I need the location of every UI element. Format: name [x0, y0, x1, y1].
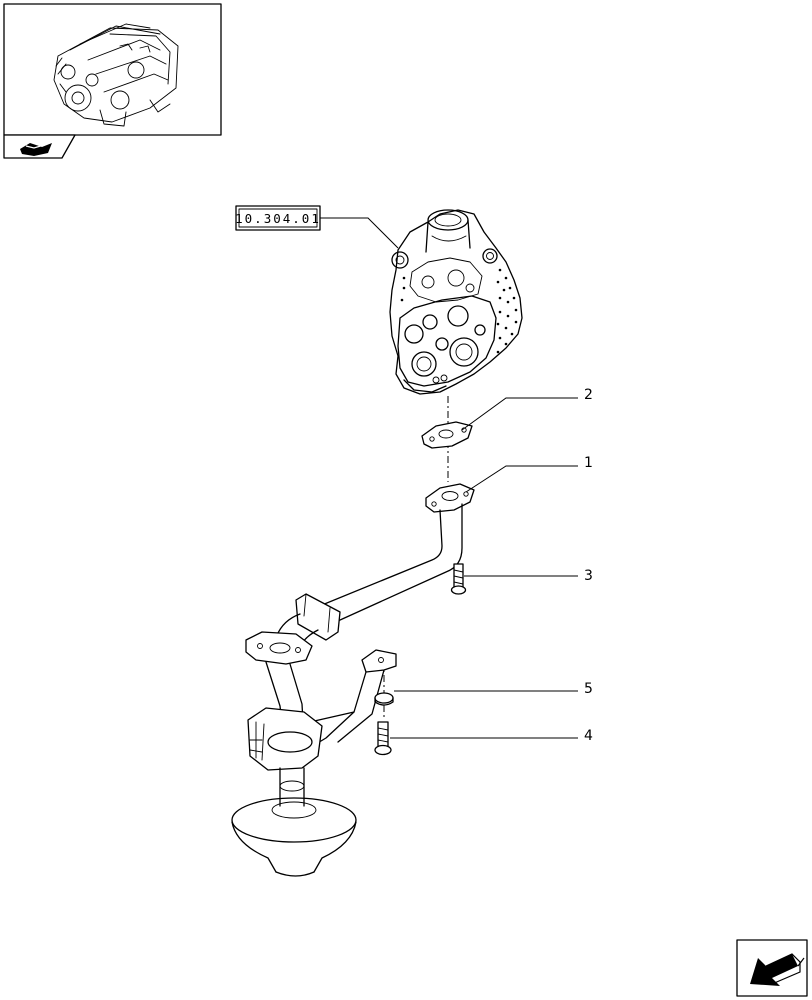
engine-thumbnail	[3, 3, 222, 136]
engine-icon	[53, 23, 179, 127]
next-page-arrow-icon	[750, 953, 805, 986]
callout-label: 2	[584, 387, 593, 403]
oil-pump-housing	[389, 209, 523, 395]
callout-2[interactable]: 2	[461, 387, 593, 431]
callout-1[interactable]: 1	[465, 455, 593, 493]
callout-label: 1	[584, 455, 593, 471]
book-page-icon	[20, 143, 52, 156]
reference-box-label: 10.304.01	[235, 211, 321, 226]
screw-part-4	[374, 721, 392, 756]
callout-label: 4	[584, 728, 593, 744]
suction-pipe-part	[231, 483, 475, 877]
callout-4[interactable]: 4	[390, 728, 593, 744]
callout-3[interactable]: 3	[464, 568, 593, 584]
reference-leader-line	[320, 217, 399, 249]
housing-shading	[400, 268, 518, 354]
callout-5[interactable]: 5	[394, 681, 593, 697]
next-page-button[interactable]	[736, 939, 808, 997]
gasket-part	[421, 421, 473, 449]
callout-label: 5	[584, 681, 593, 697]
book-page-tab[interactable]	[3, 134, 76, 159]
reference-box[interactable]: 10.304.01	[235, 205, 321, 231]
callout-label: 3	[584, 568, 593, 584]
screw-part-3	[450, 563, 467, 595]
washer-part	[374, 692, 394, 706]
